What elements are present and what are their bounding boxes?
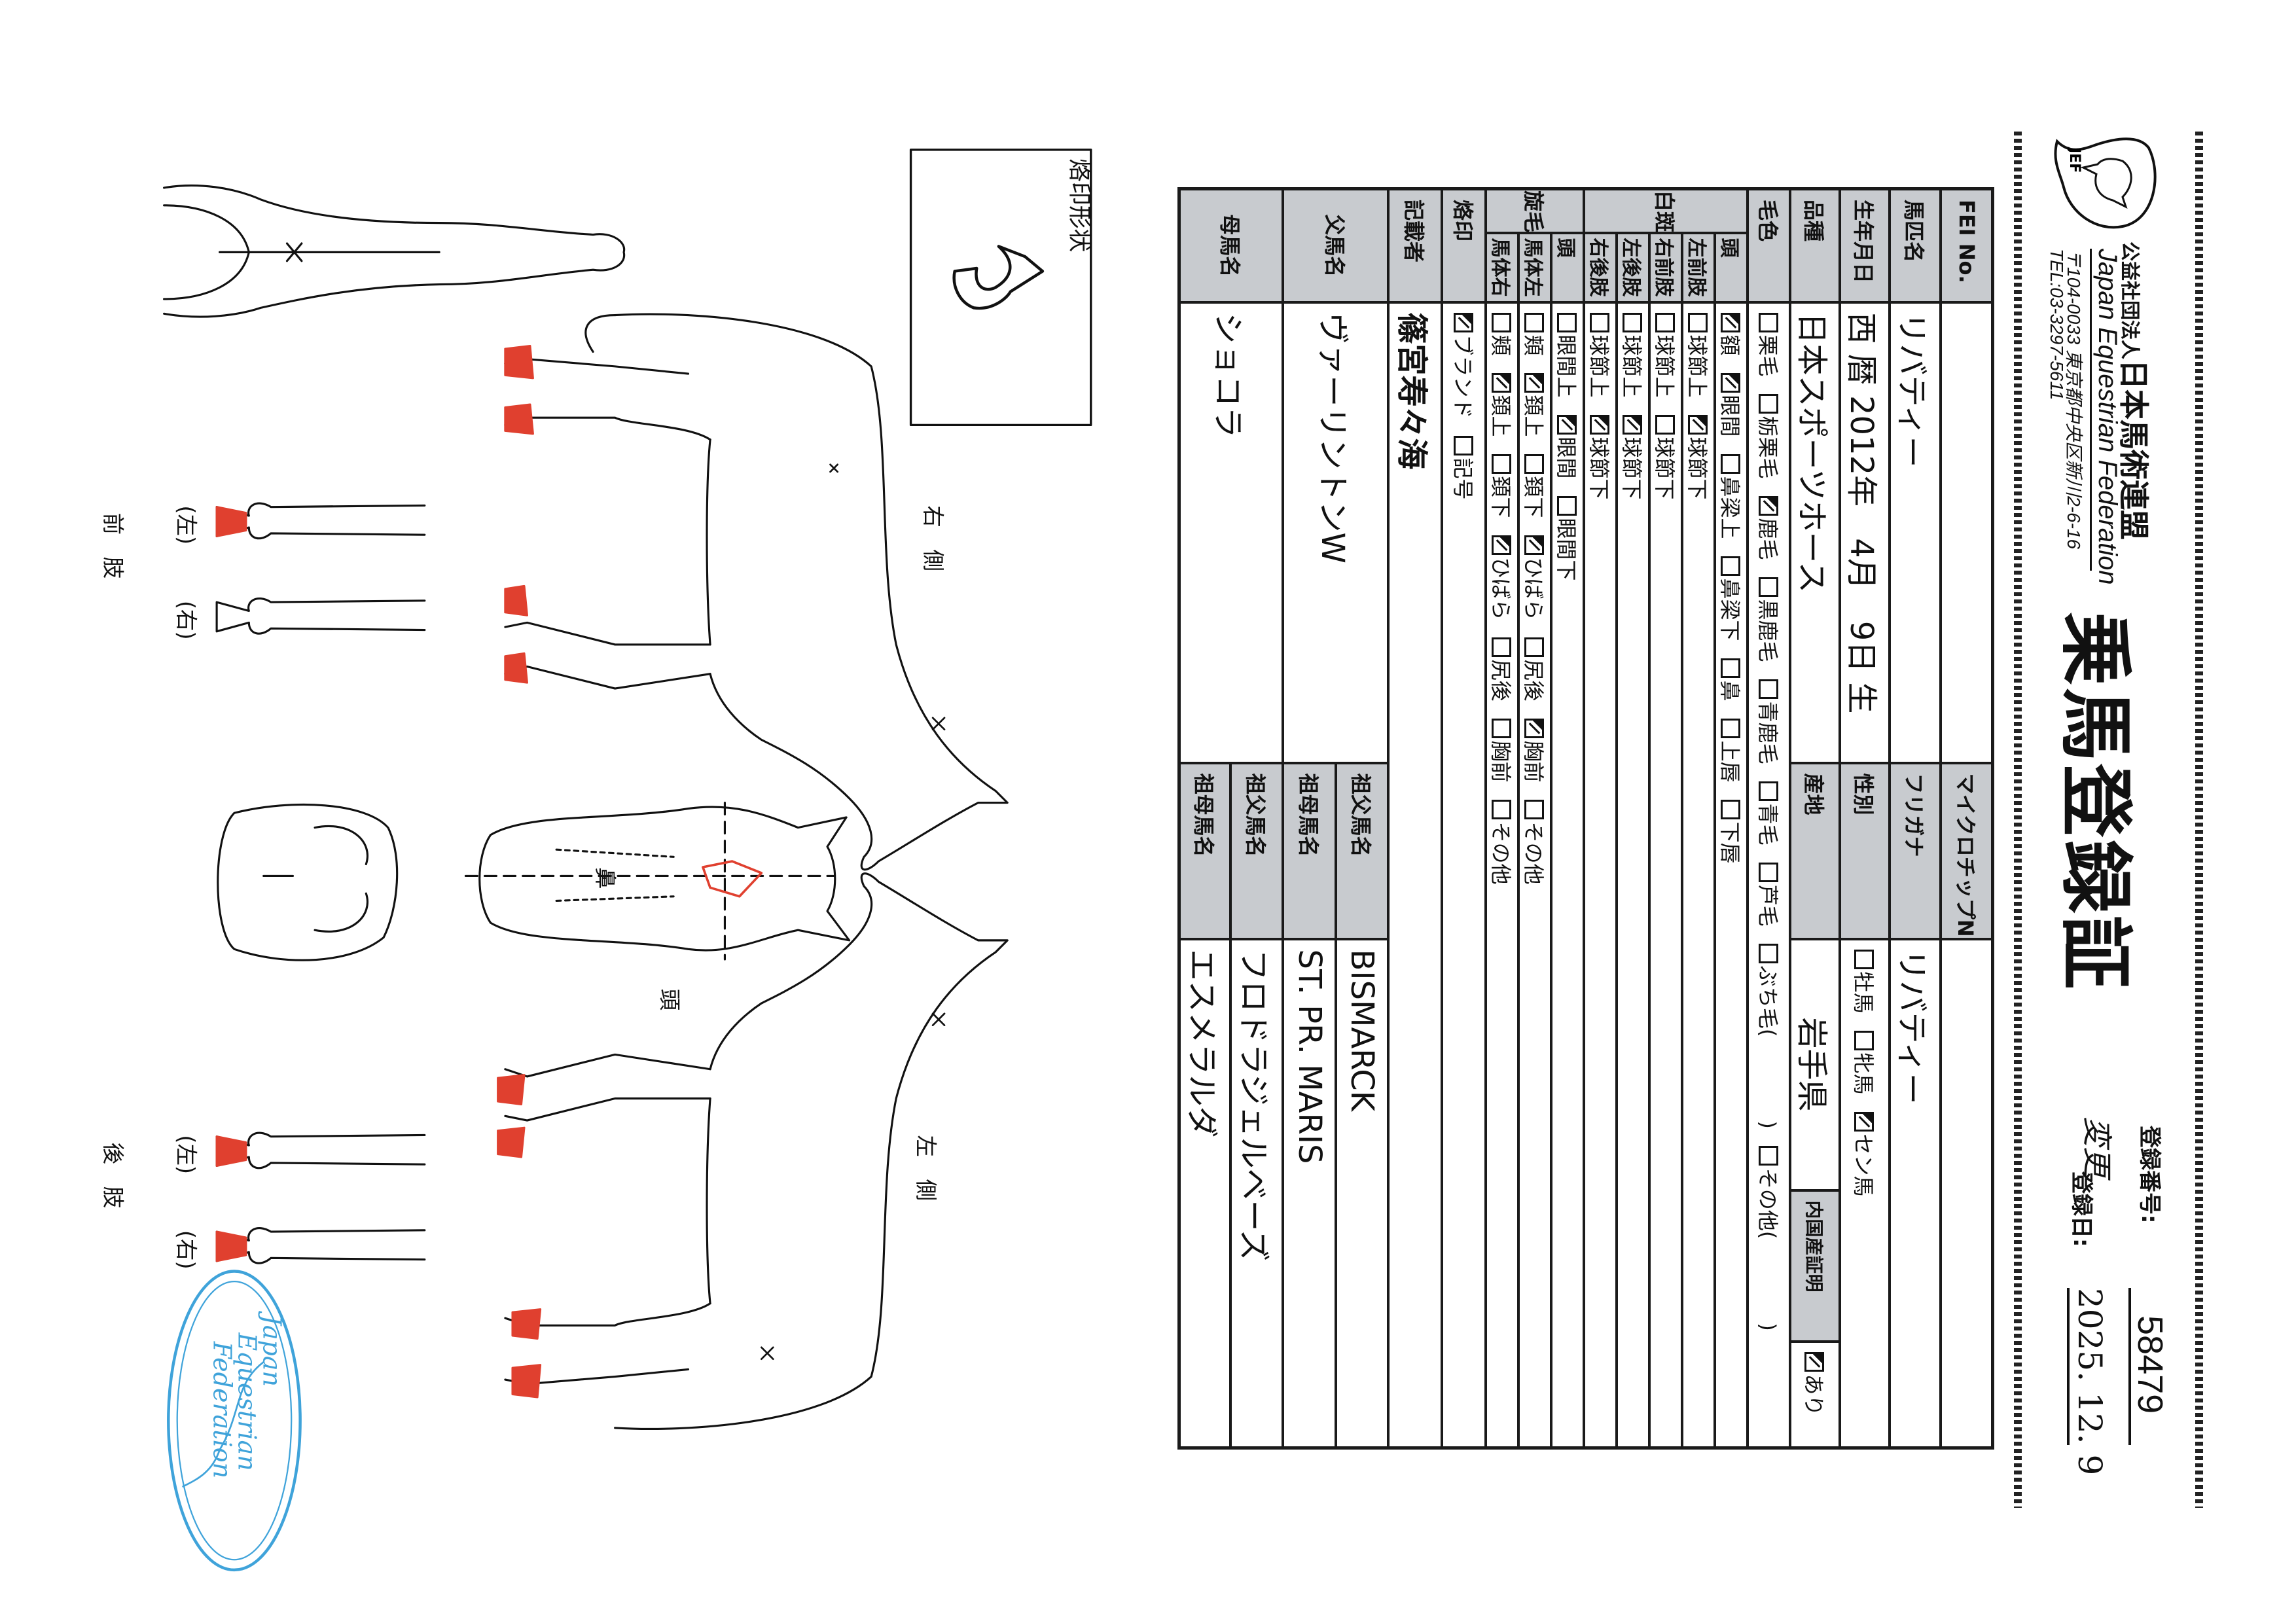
hind-left-label: (左)	[173, 1135, 199, 1174]
nose-label: 鼻	[592, 867, 618, 889]
brand-shape-label: 烙印形状	[1066, 158, 1093, 252]
stamp-text: Equestrian	[233, 1332, 262, 1471]
hoof-marking	[215, 506, 247, 1262]
stamp-text: Japan	[258, 1311, 287, 1387]
head-front-view	[464, 802, 851, 961]
head-label: 頭	[656, 989, 682, 1011]
logo-text: JEF	[2066, 147, 2083, 173]
hoof-marking	[504, 344, 534, 684]
jef-logo-icon: JEF	[2054, 137, 2157, 229]
right-side-label: 右 側	[920, 505, 946, 571]
jef-seal-stamp: Japan Equestrian Federation	[167, 1270, 302, 1572]
hoof-marking	[497, 1074, 542, 1399]
hind-right-label: (右)	[173, 1230, 199, 1270]
stamp-text: Federation	[208, 1341, 237, 1478]
fore-left-label: (左)	[173, 505, 199, 544]
brand-shape-box: 烙印形状	[909, 149, 1093, 427]
whorl-marking	[702, 860, 763, 898]
top-view-horse	[163, 184, 626, 318]
brand-mark-icon	[952, 245, 1045, 310]
left-side-label: 左 側	[913, 1135, 939, 1201]
jef-logo: JEF	[2051, 135, 2162, 233]
hindlegs-label: 後 肢	[100, 1143, 126, 1209]
right-side-horse	[504, 313, 1009, 871]
leg-diagrams	[215, 502, 426, 1264]
fore-right-label: (右)	[173, 601, 199, 640]
nose-view	[217, 803, 399, 961]
left-side-horse	[497, 872, 1009, 1430]
forelegs-label: 前 肢	[100, 513, 126, 579]
